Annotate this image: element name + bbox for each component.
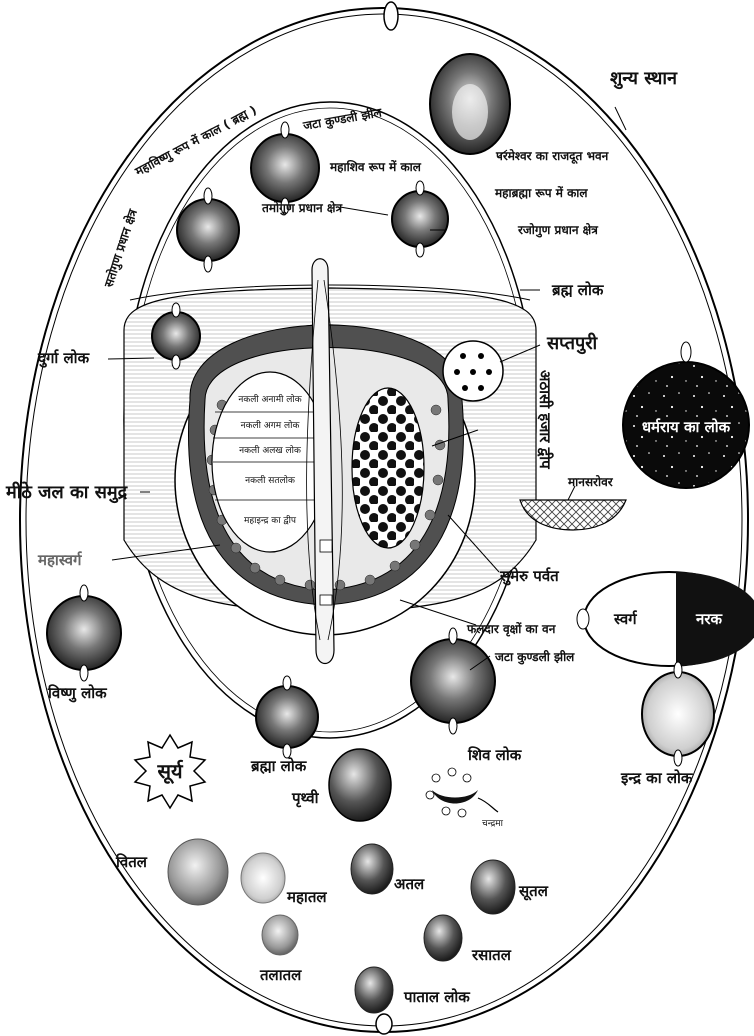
pillar-band-2 (320, 595, 332, 605)
label-patal-lok: पाताल लोक (403, 988, 471, 1006)
label-nakli-anami-lok: नकली अनामी लोक (238, 393, 302, 405)
mahashiv-medallion (251, 134, 319, 202)
bottom-connector-ellipse (376, 1014, 392, 1034)
talatal-sphere (262, 915, 298, 955)
athasi-dweep-ellipse (352, 388, 424, 548)
label-dharmraj-lok: धर्मराय का लोक (642, 418, 732, 436)
label-indra-lok: इन्द्र का लोक (620, 769, 694, 787)
prithvi-globe (329, 749, 391, 821)
label-brahma-lok: ब्रह्मा लोक (250, 757, 308, 775)
label-mahaswarg: महास्वर्ग (37, 551, 82, 569)
label-rasatal: रसातल (471, 946, 512, 964)
label-prithvi: पृथ्वी (291, 789, 320, 808)
label-faldar-van: फलदार वृक्षों का वन (466, 622, 557, 637)
label-saptpuri: सप्तपुरी (546, 332, 599, 355)
label-rajogun-kshetra: रजोगुण प्रधान क्षेत्र (517, 223, 599, 238)
label-jata-kundali-top: जटा कुण्डली झील (301, 105, 384, 134)
label-durga-lok: दुर्गा लोक (37, 349, 91, 368)
label-swarg: स्वर्ग (613, 610, 638, 628)
label-narak: नरक (695, 610, 723, 628)
label-nakli-alakh-lok: नकली अलख लोक (239, 444, 302, 456)
label-meethe-jal-samudra: मीठे जल का समुद्र (5, 481, 129, 504)
chandrama-crescent (432, 790, 478, 804)
label-atal: अतल (394, 875, 425, 893)
label-mahabrahma-kaal: महाब्रह्मा रूप में काल (494, 186, 588, 200)
patal-sphere (355, 967, 393, 1013)
swarg-connector-left (577, 609, 589, 629)
sutal-sphere (471, 860, 515, 914)
durga-medallion (152, 312, 200, 360)
indra-connector-top (674, 662, 682, 678)
mahavishnu-medallion (177, 199, 239, 261)
label-rajdoot-bhavan: परमेश्वर का राजदूत भवन (495, 149, 610, 164)
label-nakli-agam-lok: नकली अगम लोक (241, 419, 301, 431)
rasatal-sphere (424, 915, 462, 961)
label-shiv-lok: शिव लोक (467, 746, 523, 764)
label-tamogun-kshetra: तमोगुण प्रधान क्षेत्र (261, 201, 343, 216)
label-surya: सूर्य (156, 759, 184, 784)
label-mansarovar: मानसरोवर (567, 475, 614, 489)
label-athasi-hajar-dweep: अठासी हजार द्वीप (536, 370, 554, 470)
indra-connector-bottom (674, 750, 682, 766)
shiv-lok-medallion (411, 639, 495, 723)
indra-lok-circle (642, 672, 714, 756)
label-vital: वितल (115, 853, 148, 871)
label-chandrama: चन्द्रमा (482, 819, 504, 829)
chandrama-arrow (478, 798, 498, 812)
vishnu-lok-medallion (47, 596, 121, 670)
label-satogun-kshetra: सतोगुण प्रधान क्षेत्र (101, 206, 141, 290)
atal-sphere (351, 844, 393, 894)
dharmraj-connector (681, 342, 691, 362)
top-connector-ellipse (384, 2, 398, 30)
label-brahm-lok: ब्रह्म लोक (551, 281, 605, 299)
label-sutal: सूतल (518, 882, 549, 901)
label-mahashiv-kaal: महाशिव रूप में काल (329, 160, 422, 174)
label-sumeru-parvat: सुमेरु पर्वत (499, 567, 560, 586)
label-jata-kundali-bottom: जटा कुण्डली झील (494, 650, 575, 665)
mahabrahma-medallion (392, 191, 448, 247)
vital-sphere (168, 839, 228, 905)
pillar-band-1 (320, 540, 332, 552)
chandrama-stars (426, 768, 471, 817)
label-nakli-satlok: नकली सतलोक (245, 474, 296, 486)
label-talatal: तलातल (259, 966, 302, 984)
label-mahatal: महातल (286, 888, 327, 906)
rajdoot-figure (452, 84, 488, 140)
label-vishnu-lok: विष्णु लोक (47, 684, 108, 703)
label-mahaindra-dweep: महाइन्द्र का द्वीप (244, 514, 297, 526)
brahma-lok-medallion (256, 686, 318, 748)
mahatal-sphere (241, 853, 285, 903)
label-shunya-sthan: शुन्य स्थान (610, 68, 678, 90)
